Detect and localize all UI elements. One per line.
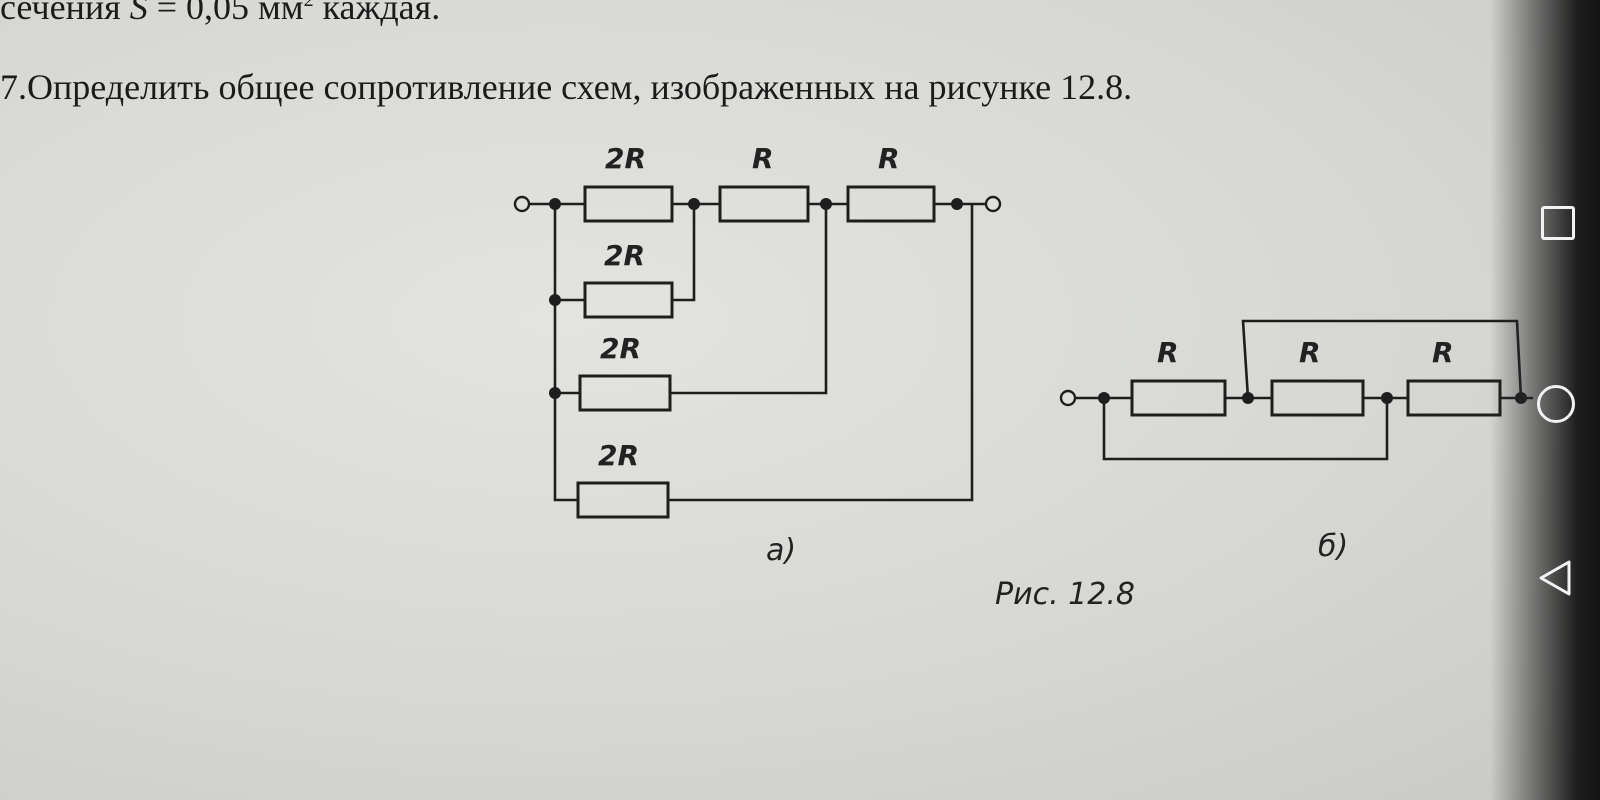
label-a-top-r2: R bbox=[878, 142, 900, 175]
junction-a-6 bbox=[549, 387, 561, 399]
resistor-b-3 bbox=[1406, 379, 1502, 417]
junction-b-2 bbox=[1242, 392, 1254, 404]
text-section-mid: = 0,05 мм bbox=[147, 0, 304, 27]
home-icon[interactable] bbox=[1537, 385, 1575, 423]
terminal-a-left bbox=[513, 195, 531, 213]
resistor-a-branch4 bbox=[576, 481, 670, 519]
junction-a-2 bbox=[688, 198, 700, 210]
circuit-b: R R R б) bbox=[1059, 319, 1533, 564]
text-section-var: S bbox=[129, 0, 148, 27]
resistor-b-2 bbox=[1270, 379, 1365, 417]
terminal-b-left bbox=[1059, 389, 1077, 407]
junction-a-3 bbox=[820, 198, 832, 210]
wire-b-top-bypass bbox=[1241, 319, 1523, 399]
label-b-1: R bbox=[1157, 336, 1179, 369]
resistor-a-top-2r bbox=[583, 185, 674, 223]
wire-a-branch3 bbox=[555, 204, 828, 395]
wire-b-bottom-bypass bbox=[1102, 398, 1389, 461]
wire-a-left-bus bbox=[553, 204, 578, 502]
caption-a: а) bbox=[766, 533, 796, 568]
recent-apps-icon[interactable] bbox=[1541, 206, 1575, 240]
label-a-branch2: 2R bbox=[604, 239, 645, 272]
wire-a-branch4 bbox=[668, 204, 974, 502]
resistor-a-branch3 bbox=[578, 374, 672, 412]
back-icon[interactable] bbox=[1536, 558, 1576, 598]
resistor-a-top-r2 bbox=[846, 185, 936, 223]
junction-b-1 bbox=[1098, 392, 1110, 404]
junction-a-5 bbox=[549, 294, 561, 306]
problem-statement: 7.Определить общее сопротивление схем, и… bbox=[0, 67, 1133, 107]
text-line-section: сечения S = 0,05 мм2 каждая. bbox=[0, 0, 440, 28]
label-b-3: R bbox=[1432, 336, 1454, 369]
terminal-a-right bbox=[984, 195, 1002, 213]
resistor-a-top-r1 bbox=[718, 185, 810, 223]
text-section-start: сечения bbox=[0, 0, 130, 27]
label-a-top-r1: R bbox=[752, 142, 774, 175]
label-a-branch4: 2R bbox=[598, 439, 639, 472]
caption-b: б) bbox=[1318, 529, 1348, 564]
text-section-exp: 2 bbox=[303, 0, 314, 11]
text-section-end: каждая. bbox=[313, 0, 441, 27]
label-a-top-2r: 2R bbox=[605, 142, 646, 175]
junction-a-1 bbox=[549, 198, 561, 210]
label-b-2: R bbox=[1299, 336, 1321, 369]
circuit-a: 2R R R 2R 2R 2R а) bbox=[513, 142, 1002, 568]
junction-b-3 bbox=[1381, 392, 1393, 404]
label-a-branch3: 2R bbox=[600, 332, 641, 365]
resistor-b-1 bbox=[1130, 379, 1227, 417]
figure-caption: Рис. 12.8 bbox=[995, 577, 1135, 612]
junction-a-4 bbox=[951, 198, 963, 210]
resistor-a-branch2 bbox=[583, 281, 674, 319]
